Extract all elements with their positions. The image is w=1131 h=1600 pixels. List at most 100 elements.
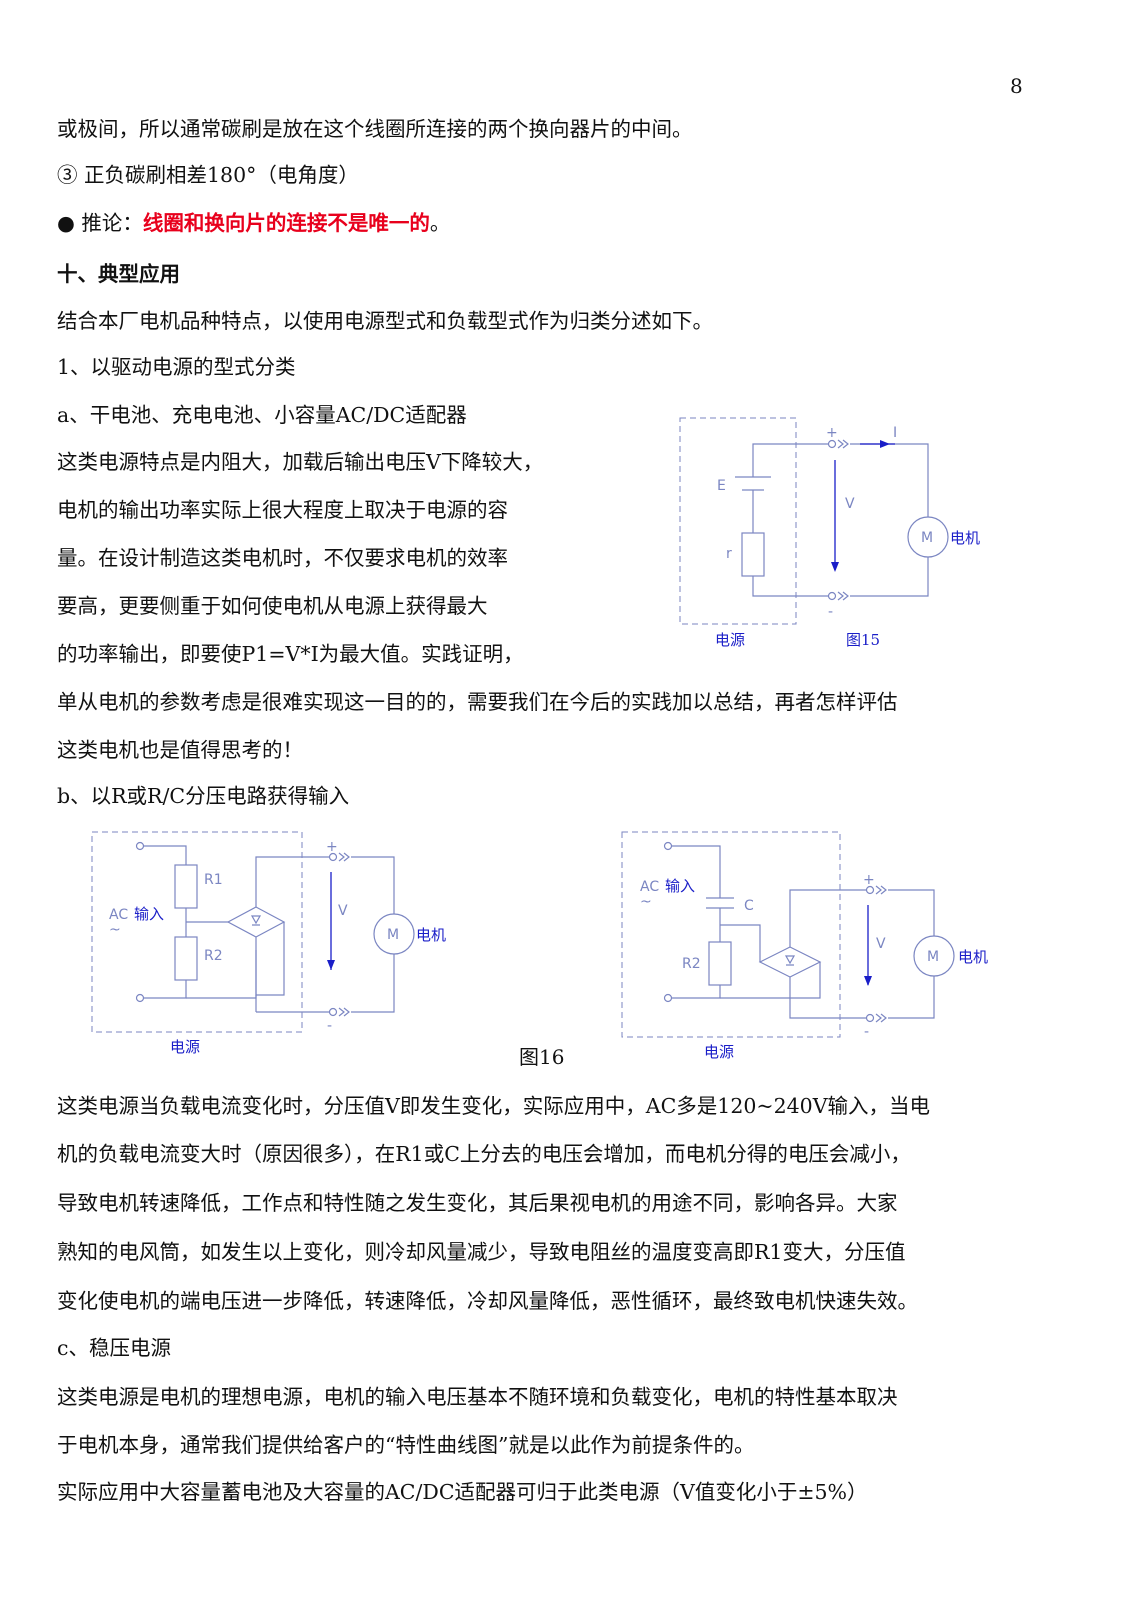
source-label: 电源	[170, 1038, 200, 1056]
terminal-plus	[827, 439, 837, 449]
item-heading: c、稳压电源	[57, 1336, 171, 1360]
wire	[888, 889, 935, 936]
wire	[720, 924, 761, 962]
wire	[144, 845, 187, 865]
label-R1: R1	[204, 872, 223, 888]
label-plus: +	[326, 839, 338, 855]
figure-caption: 图15	[846, 631, 880, 649]
resistor-r1	[174, 864, 198, 909]
wire	[790, 962, 821, 999]
text-line: 单从电机的参数考虑是很难实现这一目的的，需要我们在今后的实践加以总结，再者怎样评…	[57, 690, 898, 714]
subsection-heading: 1、以驱动电源的型式分类	[57, 355, 296, 379]
label-M: M	[387, 927, 399, 943]
motor-label: 电机	[950, 529, 980, 547]
arrow-glyph	[338, 852, 350, 862]
diode-glyph	[250, 915, 262, 926]
source-label: 电源	[704, 1043, 734, 1061]
text-line: 这类电源当负载电流变化时，分压值V即发生变化，实际应用中，AC多是120~240…	[57, 1094, 931, 1118]
label-minus: -	[828, 604, 833, 620]
wire	[789, 889, 866, 947]
motor-symbol	[913, 935, 955, 977]
source-box-left	[91, 831, 303, 1033]
label-E: E	[717, 478, 726, 494]
label-V: V	[845, 496, 855, 512]
terminal-plus	[865, 885, 875, 895]
arrow-glyph	[837, 439, 849, 449]
ac-terminal	[135, 993, 145, 1003]
text-line: ③ 正负碳刷相差180°（电角度）	[57, 163, 359, 187]
label-plus: +	[863, 872, 875, 888]
text-line: 熟知的电风筒，如发生以上变化，则冷却风量减少，导致电阻丝的温度变高即R1变大，分…	[57, 1240, 906, 1264]
resistor-r	[741, 532, 765, 577]
section-heading: 十、典型应用	[57, 262, 180, 286]
ac-terminal	[135, 841, 145, 851]
text-line: 的功率输出，即要使P1=V*I为最大值。实践证明，	[57, 642, 524, 666]
text-line: 实际应用中大容量蓄电池及大容量的AC/DC适配器可归于此类电源（V值变化小于±5…	[57, 1480, 868, 1504]
motor-label: 电机	[416, 926, 446, 944]
resistor-r2	[174, 936, 198, 981]
conclusion-line: ● 推论：线圈和换向片的连接不是唯一的。	[57, 206, 450, 236]
terminal-plus	[328, 852, 338, 862]
label-V: V	[876, 936, 886, 952]
conclusion-prefix: ● 推论：	[57, 211, 143, 235]
diode-glyph	[784, 955, 796, 966]
voltage-arrowhead	[327, 960, 335, 970]
text-line: 变化使电机的端电压进一步降低，转速降低，冷却风量降低，恶性循环，最终致电机快速失…	[57, 1289, 918, 1313]
wire	[672, 985, 721, 999]
ac-terminal	[663, 993, 673, 1003]
resistor-r2	[708, 941, 732, 986]
wire	[351, 856, 395, 914]
text-line: 这类电机也是值得思考的！	[57, 738, 303, 762]
label-AC: AC	[109, 907, 128, 923]
wire	[351, 954, 395, 1013]
label-minus: -	[327, 1018, 332, 1034]
voltage-arrowhead	[831, 562, 839, 572]
ac-terminal	[663, 841, 673, 851]
label-C: C	[744, 898, 754, 914]
label-V: V	[338, 903, 348, 919]
wire	[888, 976, 935, 1019]
arrow-glyph	[837, 591, 849, 601]
text-line: 这类电源是电机的理想电源，电机的输入电压基本不随环境和负载变化，电机的特性基本取…	[57, 1385, 898, 1409]
text-line: 于电机本身，通常我们提供给客户的“特性曲线图”就是以此作为前提条件的。	[57, 1433, 755, 1457]
arrow-glyph	[338, 1007, 350, 1017]
voltage-arrowhead	[864, 976, 872, 986]
label-r: r	[726, 546, 732, 562]
label-M: M	[921, 530, 933, 546]
item-heading: b、以R或R/C分压电路获得输入	[57, 784, 350, 808]
label-input: 输入	[665, 877, 695, 895]
source-label: 电源	[715, 631, 745, 649]
label-tilde: ~	[109, 922, 121, 938]
arrow-glyph	[875, 1013, 887, 1023]
label-tilde: ~	[640, 894, 652, 910]
wire	[144, 980, 187, 999]
source-box	[679, 417, 797, 625]
text-line: 或极间，所以通常碳刷是放在这个线圈所连接的两个换向器片的中间。	[57, 117, 693, 141]
text-line: 量。在设计制造这类电机时，不仅要求电机的效率	[57, 546, 508, 570]
wire	[850, 443, 929, 517]
wire	[752, 576, 828, 597]
text-line: 导致电机转速降低，工作点和特性随之发生变化，其后果视电机的用途不同，影响各异。大…	[57, 1191, 898, 1215]
label-input: 输入	[134, 905, 164, 923]
label-R2: R2	[682, 956, 701, 972]
text-line: 结合本厂电机品种特点，以使用电源型式和负载型式作为归类分述如下。	[57, 309, 713, 333]
text-line: 电机的输出功率实际上很大程度上取决于电源的容	[57, 498, 508, 522]
conclusion-suffix: 。	[429, 211, 451, 235]
label-minus: -	[864, 1024, 869, 1040]
source-box-right	[621, 831, 841, 1038]
wire	[672, 845, 721, 898]
text-line: 要高，更要侧重于如何使电机从电源上获得最大	[57, 594, 488, 618]
current-arrowhead	[880, 440, 890, 448]
wire	[255, 856, 329, 907]
arrow-glyph	[875, 885, 887, 895]
terminal-minus	[328, 1007, 338, 1017]
wire	[752, 443, 828, 477]
motor-label: 电机	[958, 948, 988, 966]
wire	[255, 922, 285, 996]
item-heading: a、干电池、充电电池、小容量AC/DC适配器	[57, 403, 467, 427]
label-I: I	[893, 425, 897, 441]
conclusion-highlight: 线圈和换向片的连接不是唯一的	[142, 211, 430, 235]
motor-symbol	[373, 913, 415, 955]
terminal-minus	[865, 1013, 875, 1023]
